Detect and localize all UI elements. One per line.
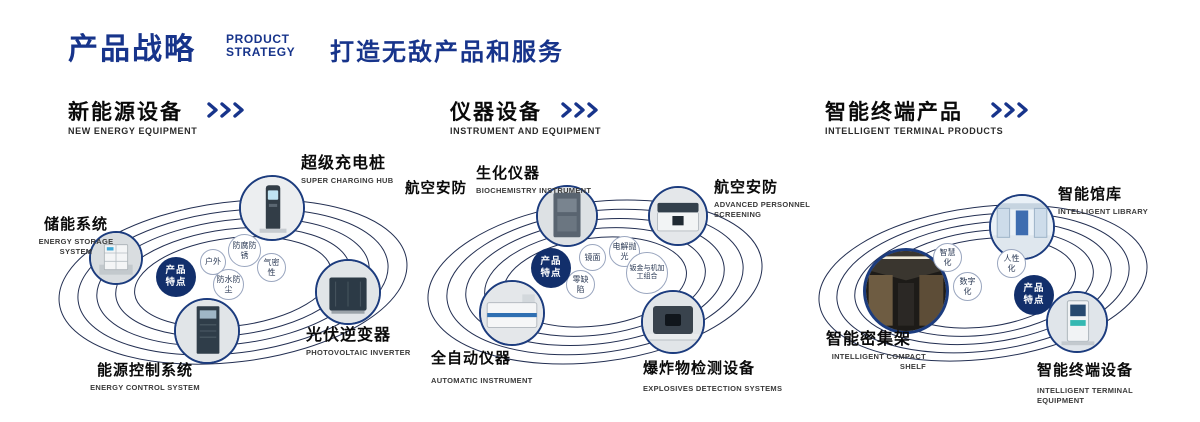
label-photovoltaic-inverter: 光伏逆变器 PHOTOVOLTAIC INVERTER [306, 321, 426, 358]
section-title-new-energy: 新能源设备 [68, 101, 183, 124]
section-subtitle-instrument: INSTRUMENT AND EQUIPMENT [450, 126, 602, 136]
label-automatic-instrument: 全自动仪器 AUTOMATIC INSTRUMENT [431, 347, 551, 386]
badge-line2: 特点 [540, 268, 562, 279]
label-intelligent-library: 智能馆库 INTELLIGENT LIBRARY [1058, 183, 1168, 217]
orbit-rings [818, 204, 1148, 362]
item-en: INTELLIGENT COMPACT SHELF [831, 352, 926, 371]
item-zh: 超级充电桩 [301, 155, 387, 172]
personnel-screening-image [648, 186, 708, 246]
badge-line2: 特点 [1023, 295, 1045, 306]
feature-bubble: 数字化 [953, 272, 982, 301]
item-en: INTELLIGENT TERMINAL EQUIPMENT [1037, 386, 1133, 405]
item-zh: 全自动仪器 [431, 350, 512, 367]
section-subtitle-new-energy: NEW ENERGY EQUIPMENT [68, 126, 198, 136]
product-features-badge: 产品 特点 [156, 257, 196, 297]
feature-bubble: 气密性 [257, 253, 286, 282]
label-intelligent-compact-shelf: 智能密集架 INTELLIGENT COMPACT SHELF [826, 325, 926, 372]
badge-line1: 产品 [165, 265, 187, 277]
item-zh: 储能系统 [43, 216, 108, 233]
biochemistry-instrument-image [536, 185, 598, 247]
item-zh: 智能密集架 [826, 331, 912, 348]
page-subtitle-line2: STRATEGY [226, 45, 296, 59]
energy-storage-image [89, 231, 143, 285]
label-explosives-detection: 爆炸物检测设备 EXPLOSIVES DETECTION SYSTEMS [643, 357, 783, 394]
item-zh: 航空安防 [714, 179, 779, 196]
page-title: 产品战略 [68, 33, 196, 66]
item-en: ADVANCED PERSONNEL SCREENING [714, 200, 810, 219]
badge-line1: 产品 [540, 256, 562, 268]
item-zh: 智能终端设备 [1037, 362, 1134, 379]
label-intelligent-terminal-equipment: 智能终端设备 INTELLIGENT TERMINAL EQUIPMENT [1037, 359, 1182, 406]
item-en: ENERGY STORAGE SYSTEM [38, 237, 114, 256]
item-en: BIOCHEMISTRY INSTRUMENT [476, 186, 592, 195]
item-zh: 航空安防 [405, 181, 467, 197]
item-zh: 光伏逆变器 [306, 327, 392, 344]
chevron-arrows-icon [561, 102, 598, 118]
item-zh: 智能馆库 [1058, 186, 1123, 203]
feature-bubble: 智慧化 [933, 243, 962, 272]
feature-bubble: 防腐防锈 [228, 234, 261, 267]
item-zh: 能源控制系统 [96, 362, 193, 379]
intelligent-library-image [989, 194, 1055, 260]
item-zh: 爆炸物检测设备 [643, 360, 756, 377]
section-title-intelligent-terminal: 智能终端产品 [825, 101, 963, 124]
item-zh: 生化仪器 [476, 165, 541, 182]
explosives-detection-image [641, 290, 705, 354]
item-en: INTELLIGENT LIBRARY [1058, 207, 1149, 216]
chevron-arrows-icon [207, 102, 244, 118]
page-tagline: 打造无敌产品和服务 [330, 39, 564, 66]
page-subtitle-line1: PRODUCT [226, 32, 290, 46]
photovoltaic-inverter-image [315, 259, 381, 325]
intelligent-compact-shelf-image [863, 248, 949, 334]
badge-line2: 特点 [165, 277, 187, 288]
label-energy-storage: 储能系统 ENERGY STORAGE SYSTEM [28, 213, 124, 257]
super-charging-hub-image [239, 175, 305, 241]
label-personnel-screening: 航空安防 ADVANCED PERSONNEL SCREENING [714, 176, 819, 220]
item-en: ENERGY CONTROL SYSTEM [90, 383, 200, 392]
feature-bubble: 人性化 [997, 249, 1026, 278]
feature-bubble: 防水防尘 [213, 269, 244, 300]
badge-line1: 产品 [1023, 283, 1045, 295]
automatic-instrument-image [479, 280, 545, 346]
feature-bubble: 零缺陷 [566, 270, 595, 299]
product-features-badge: 产品 特点 [1014, 275, 1054, 315]
feature-bubble: 镜面 [579, 244, 606, 271]
energy-control-system-image [174, 298, 240, 364]
section-title-instrument: 仪器设备 [450, 101, 542, 124]
intelligent-terminal-equipment-image [1046, 291, 1108, 353]
product-features-badge: 产品 特点 [531, 248, 571, 288]
label-aviation-security-left: 航空安防 [405, 177, 467, 198]
chevron-arrows-icon [991, 102, 1028, 118]
label-energy-control-system: 能源控制系统 ENERGY CONTROL SYSTEM [84, 359, 206, 393]
item-en: PHOTOVOLTAIC INVERTER [306, 348, 411, 357]
page-subtitle: PRODUCT STRATEGY [226, 33, 295, 59]
section-subtitle-intelligent-terminal: INTELLIGENT TERMINAL PRODUCTS [825, 126, 1004, 136]
feature-bubble: 钣金与机加工组合 [626, 252, 668, 294]
item-en: EXPLOSIVES DETECTION SYSTEMS [643, 384, 783, 393]
label-biochemistry-instrument: 生化仪器 BIOCHEMISTRY INSTRUMENT [476, 162, 596, 196]
item-en: SUPER CHARGING HUB [301, 176, 394, 185]
item-en: AUTOMATIC INSTRUMENT [431, 376, 533, 385]
label-super-charging-hub: 超级充电桩 SUPER CHARGING HUB [301, 149, 431, 186]
